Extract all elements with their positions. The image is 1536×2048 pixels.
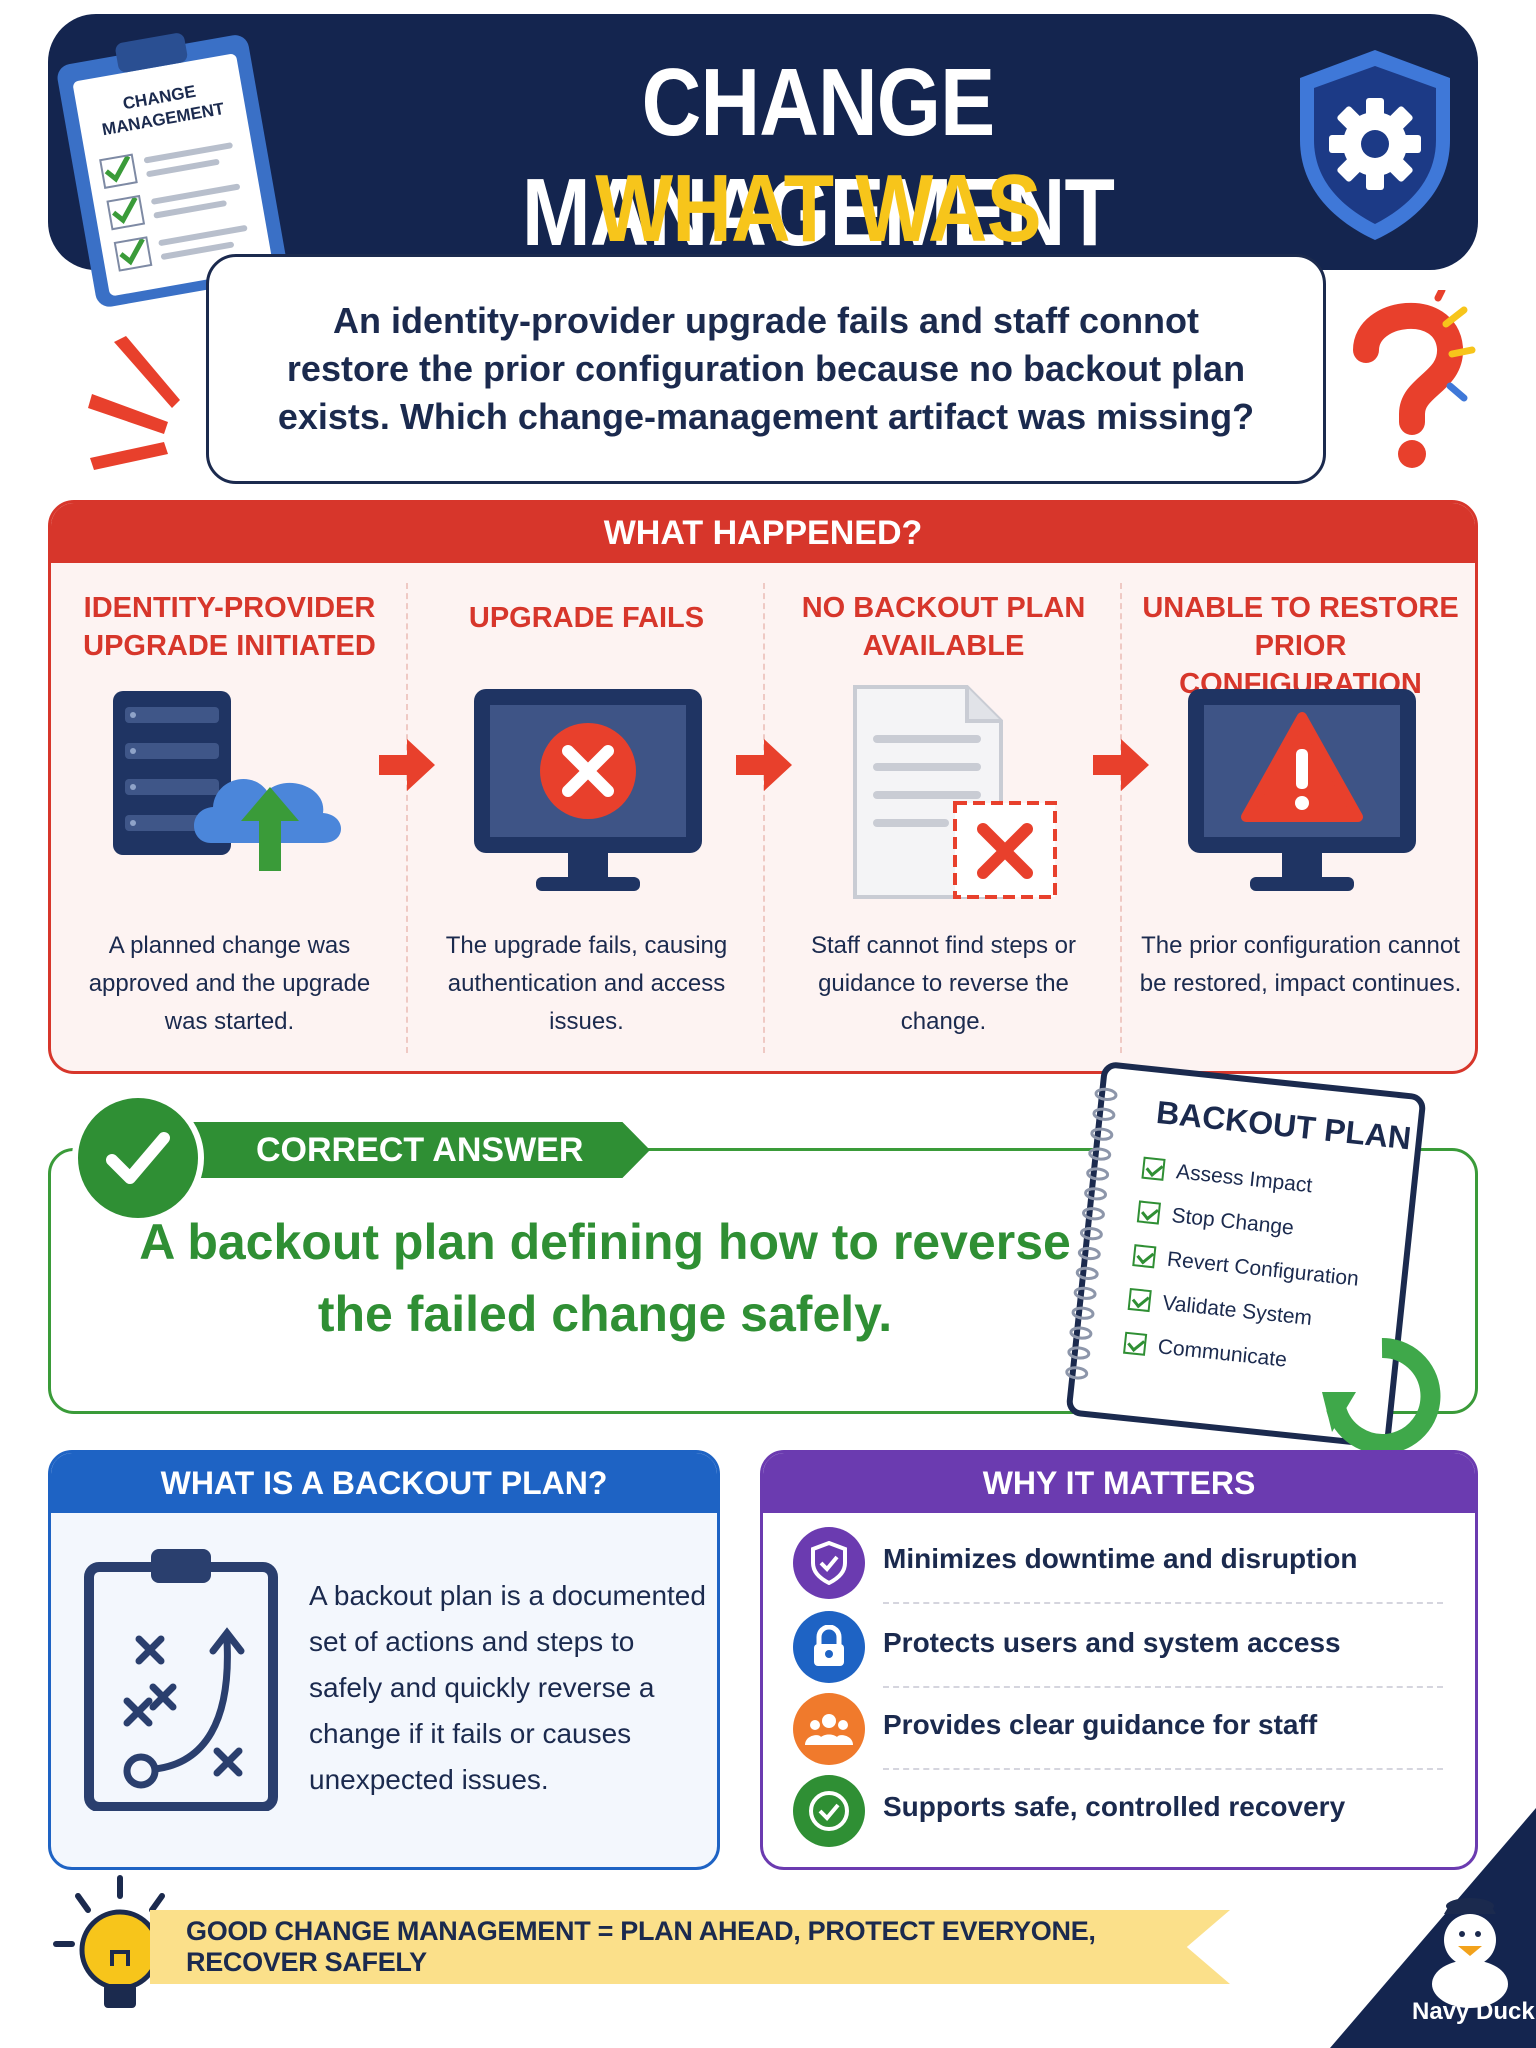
- shield-gear-icon: [1300, 50, 1450, 240]
- divider: [883, 1602, 1443, 1604]
- check-circle-icon: [793, 1775, 865, 1847]
- step-title: UPGRADE FAILS: [468, 602, 705, 634]
- footer-banner-text: GOOD CHANGE MANAGEMENT = PLAN AHEAD, PRO…: [186, 1916, 1096, 1977]
- strategy-board-icon: [84, 1549, 278, 1811]
- step-upgrade-initiated: IDENTITY-PROVIDER UPGRADE INITIATED A pl…: [51, 563, 408, 1071]
- lightbulb-icon: [53, 1875, 165, 2008]
- step-description: A planned change was approved and the up…: [88, 932, 371, 1035]
- checkbox-icon: [1123, 1331, 1148, 1356]
- correct-answer-tag: CORRECT ANSWER: [190, 1122, 650, 1178]
- divider: [883, 1686, 1443, 1688]
- what-happened-panel: WHAT HAPPENED? IDENTITY-PROVIDER UPGRADE…: [48, 500, 1478, 1074]
- why-item: Protects users and system access: [793, 1611, 1453, 1683]
- missing-document-icon: [853, 685, 1057, 899]
- title-line1: CHANGE MANAGEMENT: [521, 49, 1115, 266]
- why-heading: WHY IT MATTERS: [763, 1453, 1475, 1513]
- step-unable-to-restore: UNABLE TO RESTORE PRIOR CONFIGURATION Th…: [1122, 563, 1475, 1071]
- step-upgrade-fails: UPGRADE FAILS The upgrade fails, causing…: [408, 563, 765, 1071]
- checkbox-icon: [1136, 1200, 1161, 1225]
- people-icon: [793, 1693, 865, 1765]
- what-is-backout-plan-panel: WHAT IS A BACKOUT PLAN? A backout plan i…: [48, 1450, 720, 1870]
- check-icon: [72, 1092, 204, 1224]
- why-item-label: Protects users and system access: [883, 1627, 1341, 1658]
- step-description: The upgrade fails, causing authenticatio…: [445, 932, 728, 1035]
- arrow-right-icon: [379, 739, 435, 791]
- question-mark-icon: [1353, 290, 1476, 468]
- what-is-text: A backout plan is a documented set of ac…: [309, 1580, 706, 1795]
- step-title: IDENTITY-PROVIDER UPGRADE INITIATED: [83, 592, 376, 662]
- step-divider: [763, 583, 765, 1053]
- monitor-error-icon: [474, 689, 702, 891]
- checkbox-icon: [1127, 1287, 1152, 1313]
- what-is-heading: WHAT IS A BACKOUT PLAN?: [51, 1453, 717, 1513]
- why-item: Minimizes downtime and disruption: [793, 1527, 1453, 1599]
- step-divider: [1120, 583, 1122, 1053]
- checkbox-icon: [1141, 1156, 1166, 1181]
- what-happened-heading: WHAT HAPPENED?: [51, 503, 1475, 563]
- footer-banner: GOOD CHANGE MANAGEMENT = PLAN AHEAD, PRO…: [150, 1910, 1230, 1984]
- why-item: Provides clear guidance for staff: [793, 1693, 1453, 1765]
- monitor-warning-icon: [1188, 689, 1416, 891]
- why-it-matters-panel: WHY IT MATTERS Minimizes downtime and di…: [760, 1450, 1478, 1870]
- backout-plan-notebook: BACKOUT PLAN Assess Impact Stop Change R…: [1054, 1053, 1441, 1458]
- revert-cycle-icon: [1322, 1337, 1441, 1454]
- step-divider: [406, 583, 408, 1053]
- duck-mascot-icon: [1432, 1898, 1508, 2008]
- brand-corner: [1330, 1808, 1536, 2048]
- brand-name: Navy Duck: [1412, 1998, 1535, 2025]
- step-description: The prior configuration cannot be restor…: [1139, 932, 1462, 997]
- server-cloud-upload-icon: [113, 691, 341, 871]
- checkbox-icon: [1132, 1244, 1157, 1269]
- lock-icon: [793, 1611, 865, 1683]
- divider: [883, 1768, 1443, 1770]
- question-box: An identity-provider upgrade fails and s…: [206, 254, 1326, 484]
- correct-answer-text: A backout plan defining how to reverse t…: [139, 1214, 1071, 1342]
- why-item: Supports safe, controlled recovery: [793, 1775, 1453, 1847]
- why-item-label: Provides clear guidance for staff: [883, 1709, 1318, 1740]
- why-item-label: Minimizes downtime and disruption: [883, 1543, 1358, 1574]
- arrow-right-icon: [1093, 739, 1149, 791]
- shield-check-icon: [793, 1527, 865, 1599]
- clipboard-checklist-icon: CHANGE MANAGEMENT: [57, 33, 287, 307]
- step-description: Staff cannot find steps or guidance to r…: [810, 932, 1077, 1035]
- why-item-label: Supports safe, controlled recovery: [883, 1791, 1346, 1822]
- step-no-backout-plan: NO BACKOUT PLAN AVAILABLE Staff cannot f…: [765, 563, 1122, 1071]
- arrow-right-icon: [736, 739, 792, 791]
- question-text: An identity-provider upgrade fails and s…: [277, 300, 1255, 437]
- step-title: NO BACKOUT PLAN AVAILABLE: [801, 592, 1086, 662]
- emphasis-burst-icon: [88, 336, 180, 470]
